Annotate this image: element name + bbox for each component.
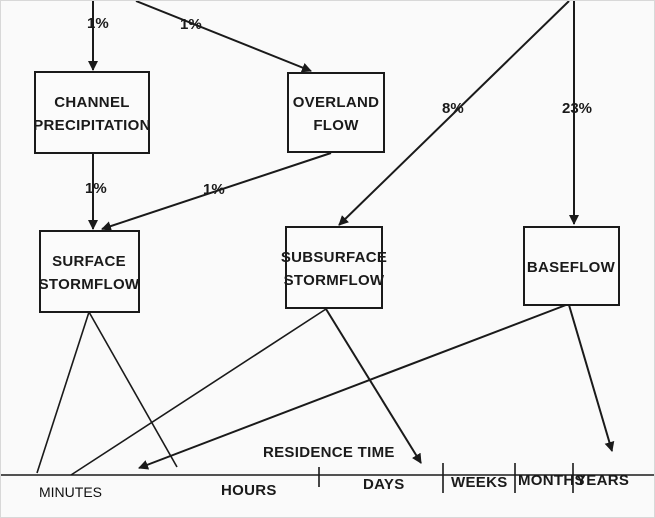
subsurface-stormflow-line-1: SUBSURFACE [281,249,387,266]
axis-label-months: MONTHS [518,472,585,489]
baseflow-box: BASEFLOW [523,226,620,306]
channel-precipitation-line-2: PRECIPITATION [33,117,151,134]
arrow-to-overland [135,1,312,73]
overland-flow-box: OVERLAND FLOW [287,72,385,153]
pct-overland-to-surface: 1% [203,181,225,198]
subsurface-fan-right [325,308,422,464]
pct-to-subsurface: 8% [442,100,464,117]
pct-channel-to-surface: 1% [85,180,107,197]
surface-fan-left [36,311,90,474]
pct-to-baseflow: 23% [562,100,592,117]
surface-stormflow-box: SURFACE STORMFLOW [39,230,140,313]
arrow-overland-to-surface [101,152,332,231]
baseflow-fan-left [138,304,567,470]
overland-flow-line-2: FLOW [313,117,359,134]
pct-to-channel: 1% [87,15,109,32]
arrow-to-subsurface [338,1,570,226]
surface-stormflow-line-1: SURFACE [52,253,126,270]
pct-to-overland: 1% [180,16,202,33]
subsurface-fan-left [70,308,327,476]
baseflow-fan-right [568,304,615,452]
subsurface-stormflow-line-2: STORMFLOW [284,272,385,289]
surface-stormflow-line-2: STORMFLOW [39,276,140,293]
overland-flow-line-1: OVERLAND [293,94,380,111]
axis-label-days: DAYS [363,476,405,493]
axis-label-minutes: MINUTES [39,484,102,500]
baseflow-label: BASEFLOW [527,259,616,276]
axis-label-weeks: WEEKS [451,474,508,491]
subsurface-stormflow-box: SUBSURFACE STORMFLOW [281,226,387,309]
channel-precipitation-box: CHANNEL PRECIPITATION [33,71,151,154]
surface-fan-right [88,311,178,468]
channel-precipitation-line-1: CHANNEL [54,94,129,111]
axis-title: RESIDENCE TIME [263,444,395,461]
axis-label-hours: HOURS [221,482,277,499]
axis-label-years: YEARS [576,472,629,489]
